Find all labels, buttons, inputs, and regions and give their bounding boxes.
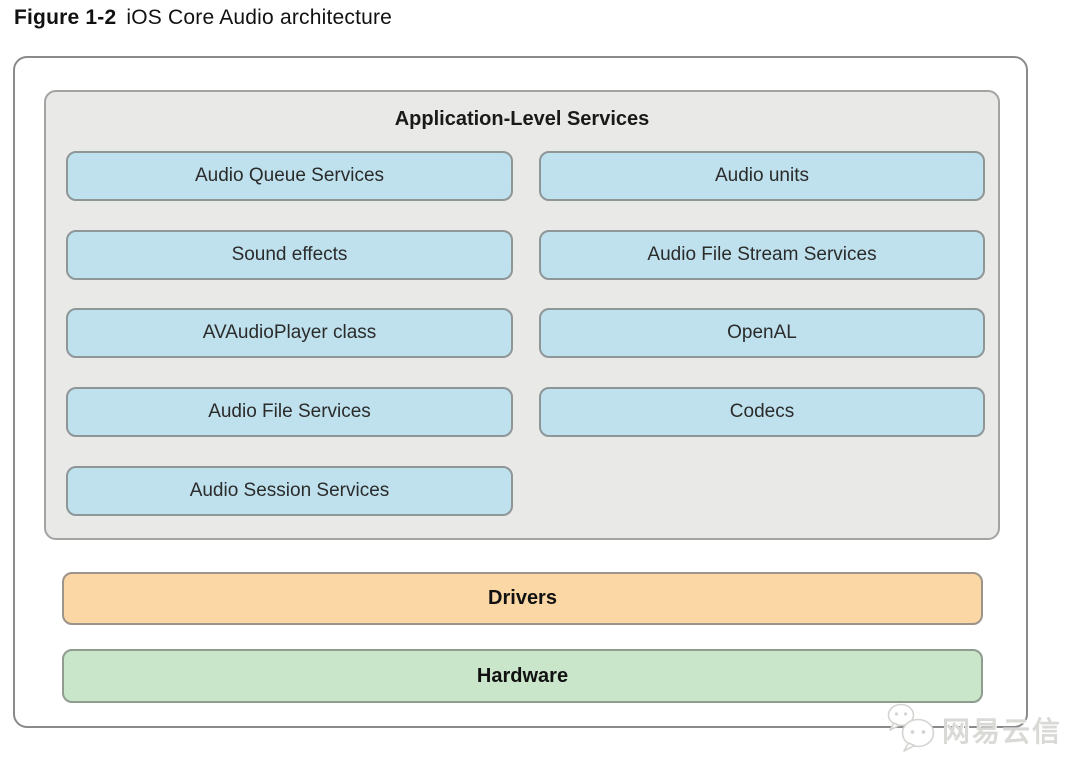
chat-bubbles-icon <box>884 702 942 761</box>
watermark-text: 网易云信 <box>942 716 1063 747</box>
application-level-services-title: Application-Level Services <box>394 108 650 130</box>
service-box-audio-session-services: Audio Session Services <box>66 466 513 516</box>
application-level-services-panel: Application-Level Services Audio Queue S… <box>44 90 1000 540</box>
service-box-audio-file-services: Audio File Services <box>66 387 513 437</box>
drivers-layer-box: Drivers <box>62 572 983 625</box>
service-box-openal: OpenAL <box>539 308 985 358</box>
service-box-audio-queue-services: Audio Queue Services <box>66 151 513 201</box>
core-audio-architecture-box: Application-Level Services Audio Queue S… <box>13 56 1028 728</box>
service-box-avaudioplayer-class: AVAudioPlayer class <box>66 308 513 358</box>
service-box-codecs: Codecs <box>539 387 985 437</box>
service-box-audio-file-stream-services: Audio File Stream Services <box>539 230 985 280</box>
figure-caption: iOS Core Audio architecture <box>126 6 393 29</box>
service-box-sound-effects: Sound effects <box>66 230 513 280</box>
service-box-audio-units: Audio units <box>539 151 985 201</box>
hardware-layer-box: Hardware <box>62 649 983 703</box>
figure-label: Figure 1-2 <box>14 6 117 29</box>
figure-title: Figure 1-2 iOS Core Audio architecture <box>14 6 392 30</box>
watermark: 网易云信 <box>868 698 1080 762</box>
